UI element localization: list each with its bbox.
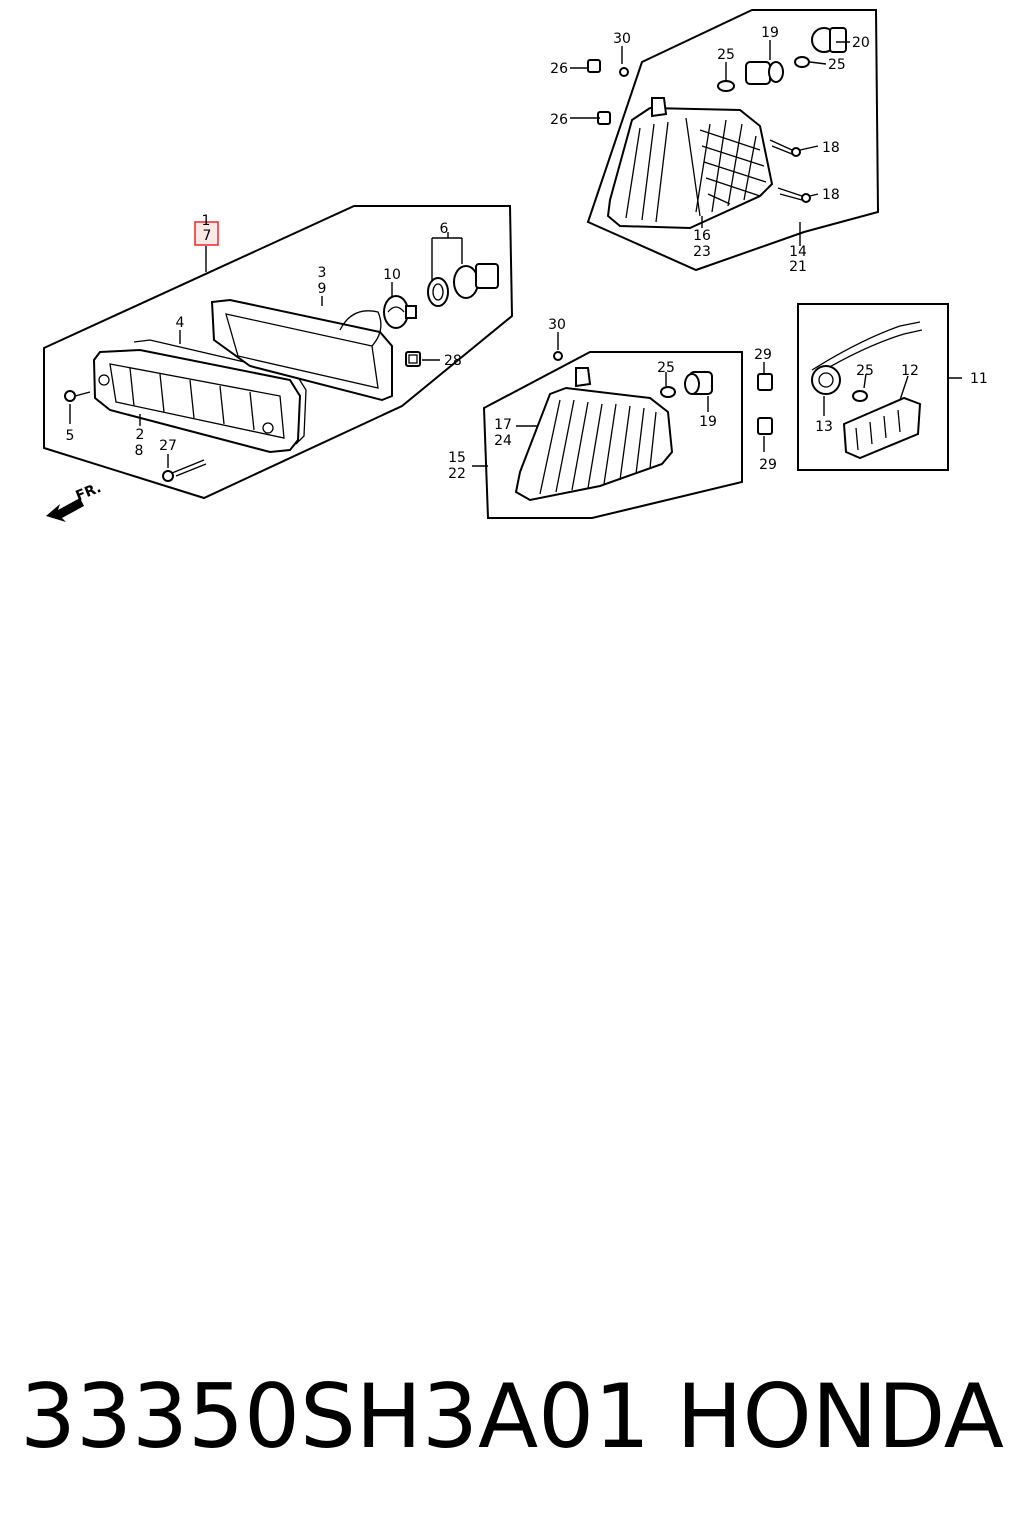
callout-label: 13 (815, 419, 833, 435)
corner-lens-mesh (695, 119, 767, 213)
nut-icon (587, 59, 611, 125)
side-marker-lens (842, 396, 922, 460)
callout-label: 26 (550, 61, 568, 77)
screw-icon (553, 351, 563, 361)
leader-lines (69, 232, 463, 468)
lens-ribs (129, 367, 255, 431)
lamp-lens (92, 348, 302, 454)
callout-label: 5 (66, 428, 75, 444)
callout-labels: 1 7 3 9 10 6 4 28 5 2 8 27 30 26 26 25 1… (66, 25, 988, 482)
housing-inner (225, 313, 379, 389)
highlight-box (194, 221, 219, 246)
callout-label: 25 (828, 57, 846, 73)
callout-label: 25 (856, 363, 874, 379)
callout-label-highlighted: 7 (203, 228, 212, 244)
callout-label: 6 (440, 221, 449, 237)
washer-icon (660, 386, 676, 398)
group-outline-side-marker (797, 303, 949, 471)
screw-icon (64, 390, 91, 402)
leader-lines (570, 40, 850, 246)
leader-lines (823, 373, 962, 416)
callout-label: 27 (159, 438, 177, 454)
lamp-housing (210, 298, 393, 402)
callout-label: 29 (754, 347, 772, 363)
callout-label: 25 (657, 360, 675, 376)
callout-label: 30 (613, 31, 631, 47)
callout-label: 16 (693, 228, 711, 244)
callout-label: 21 (789, 259, 807, 275)
callout-label: 30 (548, 317, 566, 333)
callout-label: 17 (494, 417, 512, 433)
lamp-gasket (133, 339, 307, 445)
callout-label: 19 (761, 25, 779, 41)
callout-label: 28 (444, 353, 462, 369)
callout-label: 15 (448, 450, 466, 466)
callout-label: 2 (136, 427, 145, 443)
callout-label: 24 (494, 433, 512, 449)
callout-label: 4 (176, 315, 185, 331)
callout-label: 23 (693, 244, 711, 260)
lens-screw-hole (262, 422, 274, 434)
washer-icon (852, 390, 868, 402)
callout-label: 3 (318, 265, 327, 281)
callout-label: 9 (318, 281, 327, 297)
callout-label: 8 (135, 443, 144, 459)
clip-icon (757, 373, 773, 435)
callout-label: 18 (822, 140, 840, 156)
corner-lens-lines (625, 121, 669, 223)
callout-label: 25 (717, 47, 735, 63)
callout-label: 11 (970, 371, 988, 387)
screw-icon (619, 67, 629, 77)
front-direction-arrow-icon: FR. (46, 480, 104, 522)
clip-nut-icon (405, 351, 421, 367)
corner-mount-bracket (575, 367, 592, 388)
group-outline-front-lamp (43, 205, 514, 500)
bulb-icon (383, 295, 417, 329)
corner-mount-bracket (651, 97, 668, 118)
lens-screw-hole (98, 374, 110, 386)
washer-icon (717, 56, 810, 92)
callout-label: 22 (448, 466, 466, 482)
long-screw-icon (769, 139, 811, 203)
bulb-socket-icon (745, 27, 847, 85)
side-marker-group (797, 303, 962, 471)
front-turn-lamp-group: FR. (43, 205, 514, 522)
callout-label: 18 (822, 187, 840, 203)
housing-reflector (339, 310, 382, 347)
lower-corner-lamp-group (472, 332, 773, 519)
long-screw-icon (162, 459, 207, 482)
caption-bar: 33350SH3A01 HONDA (0, 1362, 1024, 1472)
callout-label: 26 (550, 112, 568, 128)
bulb-socket-icon (684, 371, 713, 395)
corner-lens-lines (539, 399, 657, 495)
callout-label: 14 (789, 244, 807, 260)
callout-label: 1 (202, 213, 211, 229)
marker-socket-icon (811, 365, 841, 395)
callout-label: 29 (759, 457, 777, 473)
socket-icon (427, 263, 499, 307)
callout-label: 10 (383, 267, 401, 283)
callout-label: 19 (699, 414, 717, 430)
corner-lamp-lens (606, 106, 774, 230)
group-outline-lower-corner (482, 351, 743, 519)
part-number: 33350SH3A01 (20, 1365, 651, 1468)
front-direction-label: FR. (73, 480, 103, 505)
callout-label: 12 (901, 363, 919, 379)
brand-name: HONDA (676, 1365, 1004, 1468)
marker-lens-lines (855, 409, 901, 451)
corner-lamp-lens (514, 386, 674, 502)
callout-label: 20 (852, 35, 870, 51)
group-outline-upper-corner (586, 9, 880, 272)
lens-inner (109, 363, 285, 439)
upper-corner-lamp-group (570, 9, 880, 272)
leader-lines (472, 332, 765, 467)
